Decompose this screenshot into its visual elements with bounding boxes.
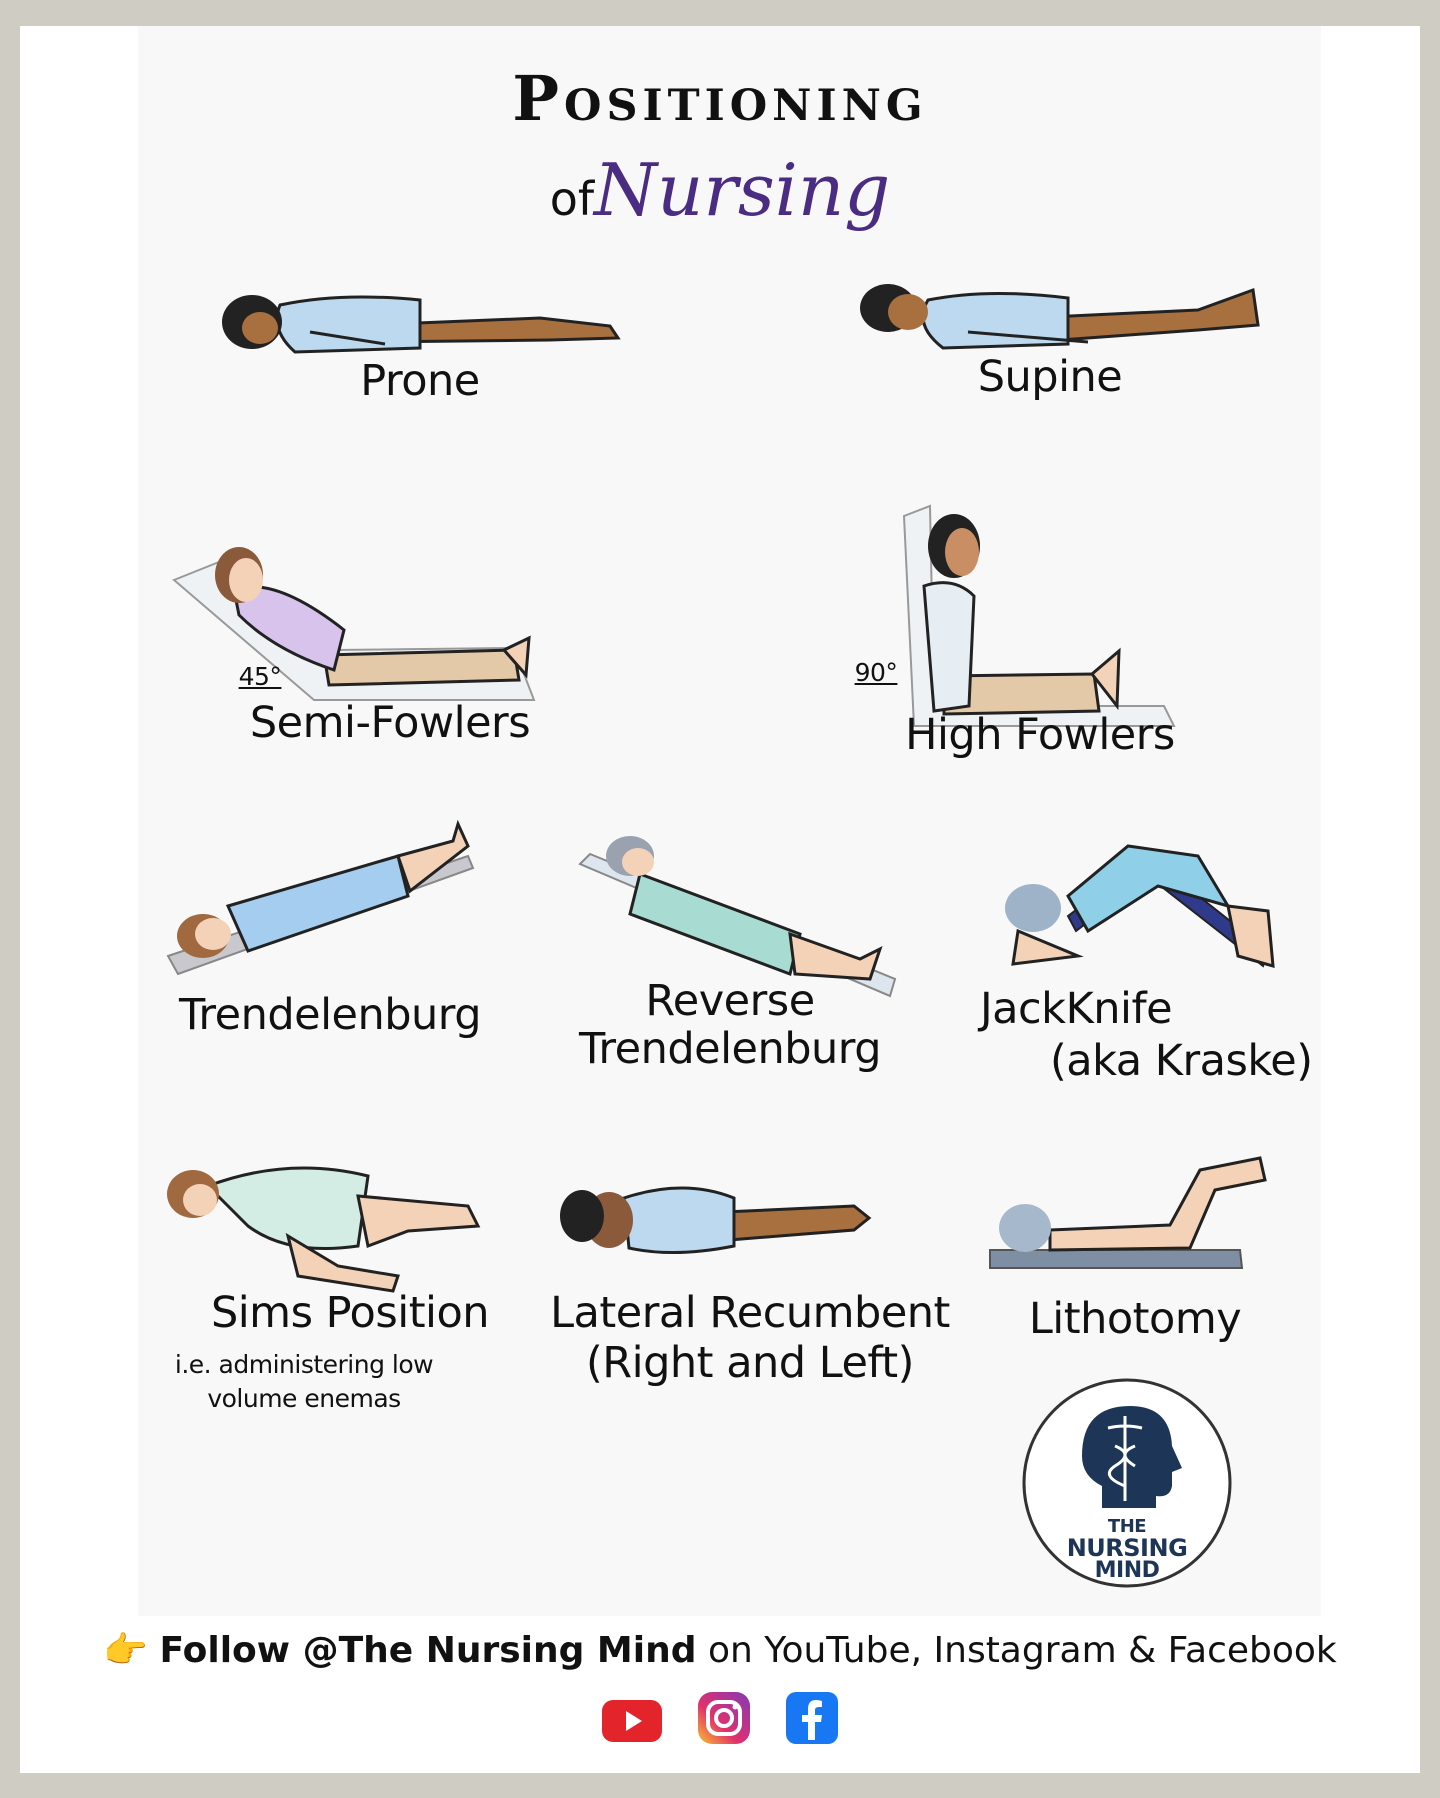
poster-title: Positioning bbox=[512, 62, 928, 135]
follow-line: 👉 Follow @The Nursing Mind on YouTube, I… bbox=[20, 1629, 1420, 1671]
trendelenburg-label: Trendelenburg bbox=[178, 990, 482, 1040]
sims-illustration bbox=[167, 1166, 481, 1293]
logo-line3: MIND bbox=[1094, 1558, 1160, 1583]
reverse-trendelenburg-line2: Trendelenburg bbox=[578, 1024, 882, 1074]
supine-illustration bbox=[860, 284, 1260, 350]
lateral-recumbent-illustration bbox=[560, 1186, 872, 1255]
follow-platforms-text: on YouTube, Instagram & Facebook bbox=[696, 1630, 1337, 1671]
sims-note-line2: volume enemas bbox=[207, 1384, 401, 1413]
semi-fowlers-angle: 45° bbox=[238, 662, 282, 691]
sims-label: Sims Position bbox=[210, 1288, 490, 1338]
semi-fowlers-label: Semi-Fowlers bbox=[249, 698, 531, 748]
page: Positioning ofNursing Prone Supine 45° S… bbox=[20, 26, 1420, 1773]
poster-panel bbox=[138, 26, 1321, 1616]
head-silhouette-icon bbox=[1082, 1406, 1182, 1508]
caduceus-icon bbox=[1107, 1416, 1143, 1501]
youtube-icon[interactable] bbox=[600, 1696, 664, 1746]
lateral-recumbent-line1: Lateral Recumbent bbox=[550, 1288, 950, 1338]
subtitle-of: of bbox=[549, 172, 595, 226]
high-fowlers-illustration bbox=[902, 504, 1176, 727]
facebook-icon[interactable] bbox=[784, 1690, 840, 1746]
prone-illustration bbox=[222, 295, 621, 354]
follow-handle-text: Follow @The Nursing Mind bbox=[159, 1630, 697, 1671]
the-nursing-mind-logo bbox=[1022, 1378, 1232, 1588]
instagram-icon[interactable] bbox=[696, 1690, 752, 1746]
logo-line1: THE bbox=[1107, 1516, 1147, 1537]
semi-fowlers-illustration bbox=[172, 547, 536, 701]
logo-line2: NURSING bbox=[1066, 1534, 1188, 1562]
subtitle-nursing: Nursing bbox=[594, 148, 891, 232]
lithotomy-label: Lithotomy bbox=[1028, 1294, 1242, 1344]
high-fowlers-angle: 90° bbox=[854, 658, 898, 687]
high-fowlers-label: High Fowlers bbox=[905, 710, 1175, 760]
reverse-trendelenburg-line1: Reverse bbox=[645, 976, 815, 1026]
poster-subtitle: ofNursing bbox=[20, 148, 1420, 232]
jackknife-line2: (aka Kraske) bbox=[1050, 1036, 1313, 1086]
lateral-recumbent-line2: (Right and Left) bbox=[586, 1338, 914, 1388]
jackknife-illustration bbox=[1005, 844, 1275, 969]
trendelenburg-illustration bbox=[166, 819, 475, 976]
reverse-trendelenburg-illustration bbox=[578, 836, 897, 998]
prone-label: Prone bbox=[360, 356, 480, 406]
jackknife-line1: JackKnife bbox=[980, 984, 1173, 1034]
sims-note-line1: i.e. administering low bbox=[174, 1350, 434, 1379]
pointing-hand-icon: 👉 bbox=[103, 1630, 149, 1671]
supine-label: Supine bbox=[977, 352, 1123, 402]
lithotomy-illustration bbox=[989, 1156, 1267, 1269]
